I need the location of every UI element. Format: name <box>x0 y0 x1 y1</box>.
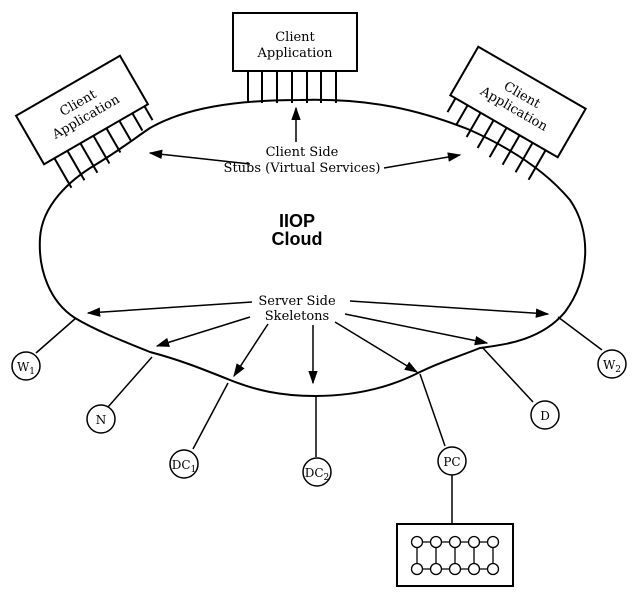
arrow-stubs-to-left-client <box>148 149 251 165</box>
node-w2: W2 <box>597 349 627 379</box>
skeleton-arrows <box>86 300 550 385</box>
node-w1: W1 <box>11 351 41 381</box>
svg-text:W1: W1 <box>17 360 35 377</box>
client-side-stubs-label-line1: Client Side <box>266 145 339 160</box>
client-side-stubs-label-line2: Stubs (Virtual Services) <box>224 161 381 176</box>
node-dc2: DC2 <box>302 457 332 487</box>
client-application-right: Client Application <box>446 45 588 181</box>
node-dc1: DC1 <box>169 449 199 479</box>
server-side-skeletons-label-line2: Skeletons <box>265 309 329 324</box>
pc-mesh-box <box>396 523 514 587</box>
client-stub-ports-left <box>53 105 154 189</box>
client-application-top: Client Application <box>232 12 358 103</box>
client-application-label-line1: Client <box>275 30 315 45</box>
client-application-left: Client Application <box>14 54 154 189</box>
svg-text:DC1: DC1 <box>172 458 197 475</box>
node-d: D <box>530 400 560 430</box>
node-n: N <box>86 404 116 434</box>
cloud-title-line2: Cloud <box>272 229 323 249</box>
client-stub-ports-top <box>247 71 337 103</box>
client-application-label-line2: Application <box>257 46 334 61</box>
svg-text:W2: W2 <box>603 358 621 375</box>
svg-text:DC2: DC2 <box>305 466 330 483</box>
svg-text:N: N <box>96 413 107 427</box>
server-side-skeletons-label-line1: Server Side <box>258 294 336 309</box>
arrow-stubs-to-right-client <box>383 152 462 169</box>
cloud-title-line1: IIOP <box>279 211 315 231</box>
node-connections <box>35 316 603 524</box>
svg-text:D: D <box>540 409 550 423</box>
client-stub-ports-right <box>446 97 547 181</box>
iiop-cloud-outline <box>38 98 587 398</box>
node-pc: PC <box>437 446 467 476</box>
svg-text:PC: PC <box>443 455 460 469</box>
